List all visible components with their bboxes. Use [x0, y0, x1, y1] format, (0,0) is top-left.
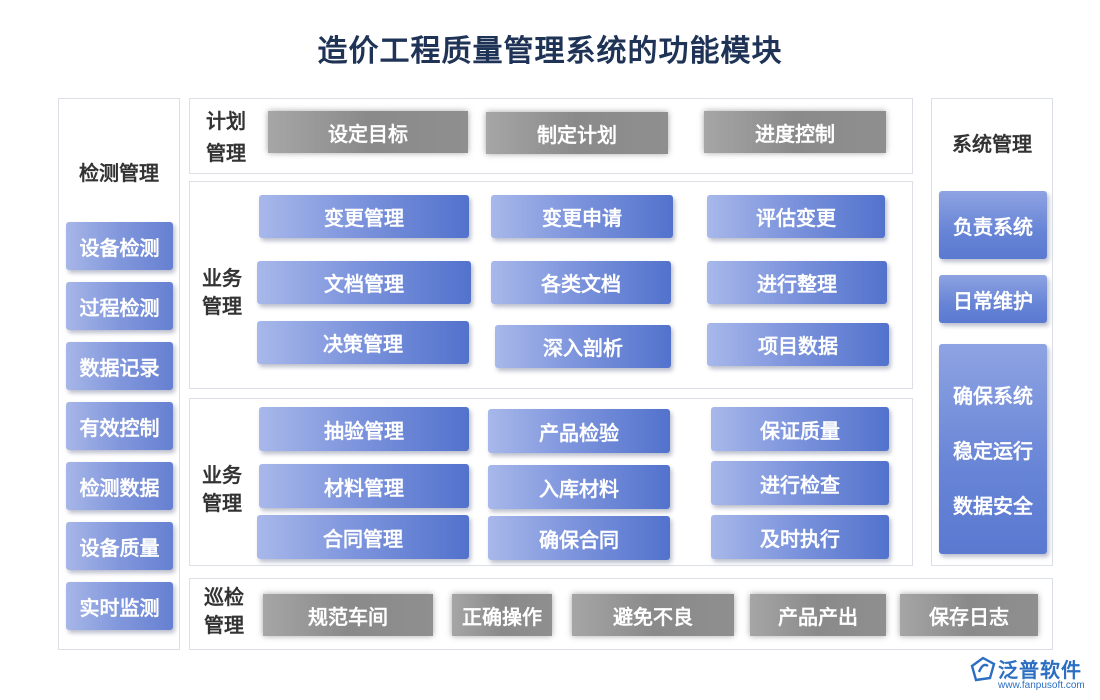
- plan-item-2[interactable]: 制定计划: [486, 112, 668, 154]
- patrol-item-3[interactable]: 避免不良: [572, 594, 734, 636]
- left-item-6[interactable]: 设备质量: [66, 522, 173, 570]
- business2-cell-r3c1[interactable]: 合同管理: [257, 515, 469, 559]
- patrol-label-line2: 管理: [204, 613, 244, 637]
- right-panel-heading: 系统管理: [952, 132, 1032, 156]
- business1-cell-r3c1[interactable]: 决策管理: [257, 321, 469, 364]
- left-panel-detection: 检测管理 设备检测 过程检测 数据记录 有效控制 检测数据 设备质量 实时监测: [58, 98, 180, 650]
- patrol-item-2[interactable]: 正确操作: [452, 594, 552, 636]
- page-title: 造价工程质量管理系统的功能模块: [317, 34, 783, 69]
- business2-cell-r1c2[interactable]: 产品检验: [488, 409, 670, 453]
- business2-cell-r2c2[interactable]: 入库材料: [488, 465, 670, 509]
- right-item-1[interactable]: 负责系统: [939, 191, 1047, 259]
- business2-cell-r1c1[interactable]: 抽验管理: [259, 407, 469, 451]
- patrol-panel: 巡检 管理 规范车间 正确操作 避免不良 产品产出 保存日志: [189, 578, 1053, 650]
- left-item-2[interactable]: 过程检测: [66, 282, 173, 330]
- left-item-1[interactable]: 设备检测: [66, 222, 173, 270]
- fanpu-logo-icon: [970, 656, 996, 682]
- business-panel-2: 业务 管理 抽验管理 产品检验 保证质量 材料管理 入库材料 进行检查 合同管理…: [189, 398, 913, 566]
- brand-logo: 泛普软件 www.fanpusoft.com: [968, 652, 1092, 694]
- business2-cell-r2c1[interactable]: 材料管理: [259, 464, 469, 508]
- right-block-line-2: 稳定运行: [953, 438, 1033, 463]
- right-block-line-1: 确保系统: [953, 383, 1033, 408]
- business2-cell-r1c3[interactable]: 保证质量: [711, 407, 889, 451]
- business2-label-line2: 管理: [202, 491, 242, 515]
- business2-cell-r3c3[interactable]: 及时执行: [711, 515, 889, 559]
- business1-cell-r1c2[interactable]: 变更申请: [491, 195, 673, 238]
- business1-cell-r1c1[interactable]: 变更管理: [259, 195, 469, 238]
- logo-name: 泛普软件: [998, 658, 1082, 682]
- business1-cell-r2c1[interactable]: 文档管理: [257, 261, 471, 304]
- left-item-7[interactable]: 实时监测: [66, 582, 173, 630]
- business-panel-1: 业务 管理 变更管理 变更申请 评估变更 文档管理 各类文档 进行整理 决策管理…: [189, 181, 913, 389]
- patrol-label-line1: 巡检: [204, 585, 244, 609]
- patrol-item-4[interactable]: 产品产出: [750, 594, 886, 636]
- business2-label-line1: 业务: [202, 463, 242, 487]
- business1-cell-r3c2[interactable]: 深入剖析: [495, 325, 671, 368]
- business1-cell-r2c3[interactable]: 进行整理: [707, 261, 887, 304]
- left-item-3[interactable]: 数据记录: [66, 342, 173, 390]
- business2-cell-r2c3[interactable]: 进行检查: [711, 461, 889, 505]
- plan-label-line1: 计划: [206, 109, 246, 133]
- business2-cell-r3c2[interactable]: 确保合同: [488, 516, 670, 560]
- right-item-2[interactable]: 日常维护: [939, 275, 1047, 323]
- plan-item-1[interactable]: 设定目标: [268, 111, 468, 153]
- business1-label-line1: 业务: [202, 266, 242, 290]
- plan-label-line2: 管理: [206, 141, 246, 165]
- patrol-item-1[interactable]: 规范车间: [263, 594, 433, 636]
- business1-cell-r1c3[interactable]: 评估变更: [707, 195, 885, 238]
- patrol-item-5[interactable]: 保存日志: [900, 594, 1038, 636]
- left-item-4[interactable]: 有效控制: [66, 402, 173, 450]
- right-block-line-3: 数据安全: [953, 493, 1033, 518]
- business1-cell-r2c2[interactable]: 各类文档: [491, 261, 671, 304]
- logo-url: www.fanpusoft.com: [998, 680, 1085, 691]
- left-item-5[interactable]: 检测数据: [66, 462, 173, 510]
- business1-label-line2: 管理: [202, 294, 242, 318]
- left-panel-heading: 检测管理: [79, 161, 159, 185]
- business1-cell-r3c3[interactable]: 项目数据: [707, 323, 889, 366]
- right-panel-system: 系统管理 负责系统 日常维护 确保系统 稳定运行 数据安全: [931, 98, 1053, 566]
- plan-item-3[interactable]: 进度控制: [704, 111, 886, 153]
- right-block[interactable]: 确保系统 稳定运行 数据安全: [939, 344, 1047, 554]
- plan-panel: 计划 管理 设定目标 制定计划 进度控制: [189, 98, 913, 174]
